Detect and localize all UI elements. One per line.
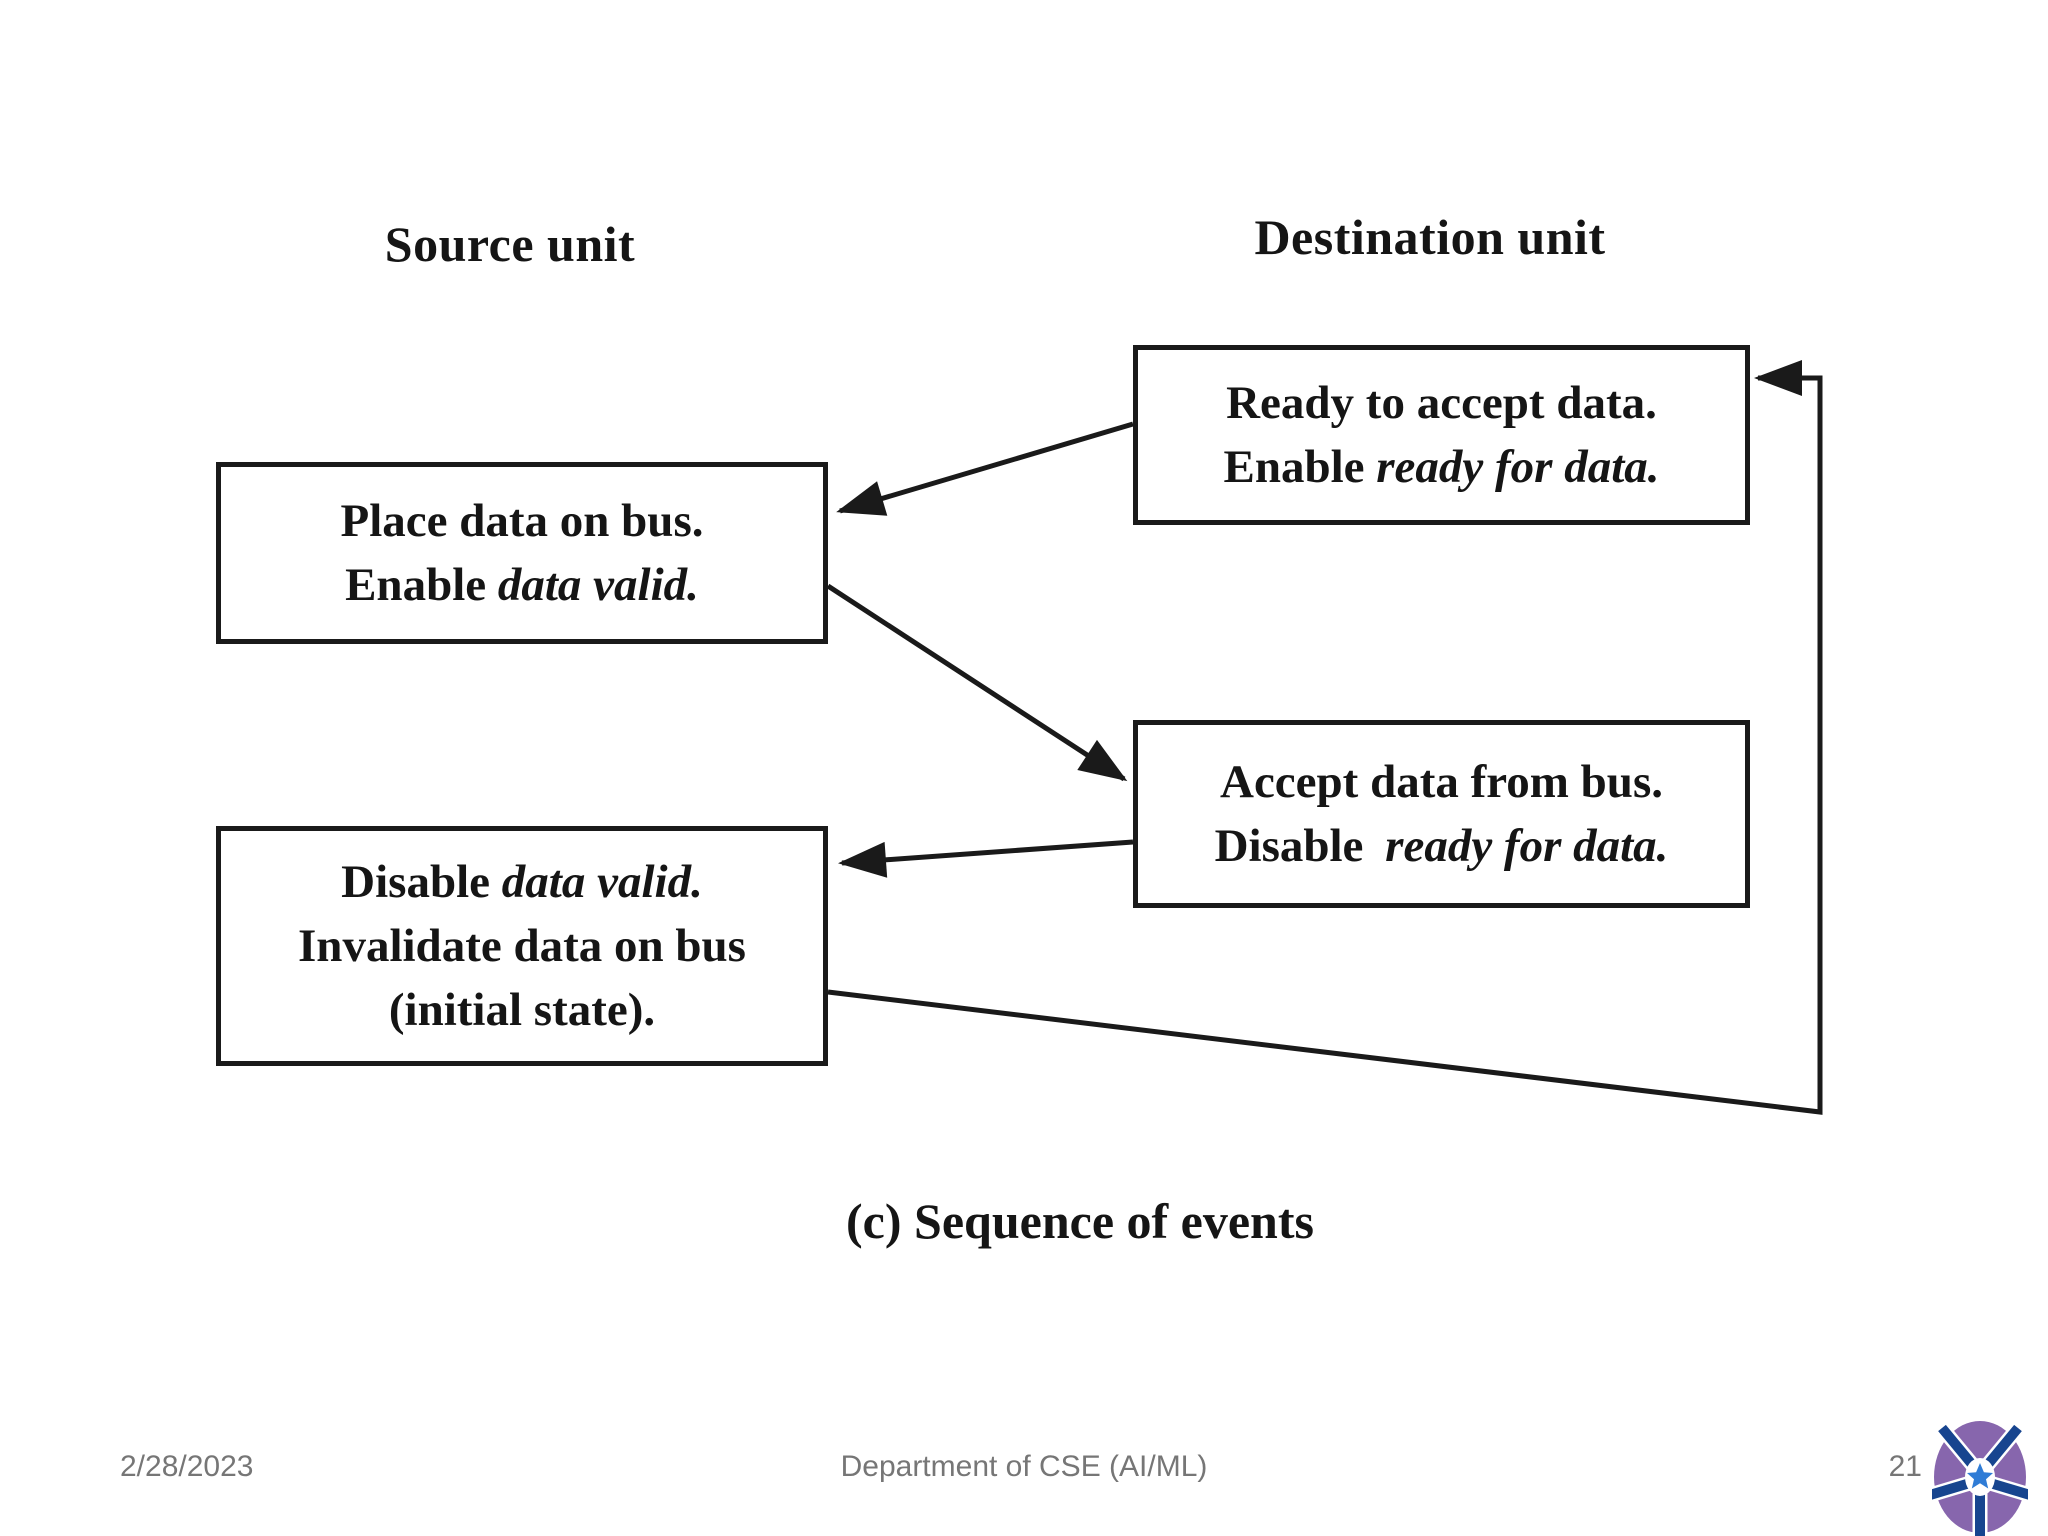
source-unit-label: Source unit bbox=[384, 216, 636, 272]
italic-signal-name: ready for data. bbox=[1376, 441, 1660, 493]
box-ready-line1: Ready to accept data. bbox=[1226, 377, 1657, 429]
box-place-data: Place data on bus. Enable data valid. bbox=[216, 462, 828, 644]
box-accept-line2: Disable ready for data. bbox=[1214, 820, 1669, 872]
italic-signal-name: data valid. bbox=[501, 856, 703, 908]
italic-signal-name: ready for data. bbox=[1385, 820, 1669, 872]
italic-signal-name: data valid. bbox=[497, 559, 699, 611]
footer-department: Department of CSE (AI/ML) bbox=[840, 1450, 1208, 1483]
box-disable-line2: Invalidate data on bus bbox=[298, 920, 746, 972]
footer-date: 2/28/2023 bbox=[120, 1450, 254, 1483]
box-place-line1: Place data on bus. bbox=[340, 495, 704, 547]
institution-logo bbox=[1932, 1421, 2028, 1536]
arrow-place-to-accept bbox=[826, 583, 1128, 782]
arrow-accept-to-disable bbox=[838, 839, 1134, 878]
box-disable-data-valid: Disable data valid. Invalidate data on b… bbox=[216, 826, 828, 1066]
box-disable-line1: Disable data valid. bbox=[341, 856, 703, 908]
page-number: 21 bbox=[1888, 1450, 1922, 1483]
destination-unit-label: Destination unit bbox=[1254, 209, 1606, 265]
box-accept-data: Accept data from bus. Disable ready for … bbox=[1133, 720, 1750, 908]
box-ready-to-accept: Ready to accept data. Enable ready for d… bbox=[1133, 345, 1750, 525]
box-ready-line2: Enable ready for data. bbox=[1223, 441, 1660, 493]
box-disable-line3: (initial state). bbox=[388, 984, 656, 1036]
box-accept-line1: Accept data from bus. bbox=[1220, 756, 1663, 808]
figure-caption: (c) Sequence of events bbox=[846, 1193, 1314, 1249]
box-place-line2: Enable data valid. bbox=[345, 559, 699, 611]
logo-star-icon bbox=[1967, 1463, 1993, 1489]
arrow-ready-to-place bbox=[836, 421, 1134, 516]
